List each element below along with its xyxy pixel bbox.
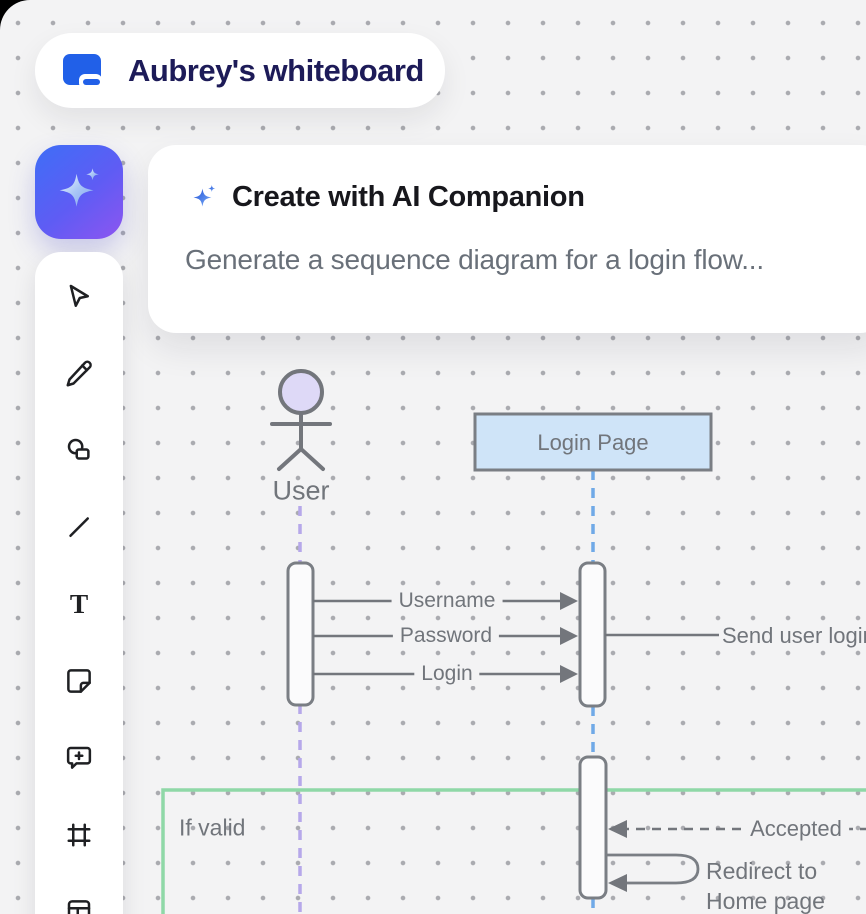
message-label-send-info[interactable]: Send user login inf <box>722 623 866 648</box>
redirect-self-message[interactable] <box>606 853 700 885</box>
board-title-card[interactable]: Aubrey's whiteboard <box>35 33 445 108</box>
message-label-username[interactable]: Username <box>391 589 503 613</box>
sticky-note-tool-button[interactable] <box>35 642 123 719</box>
comment-tool-button[interactable] <box>35 719 123 796</box>
login-page-box[interactable] <box>473 412 713 472</box>
message-label-redirect[interactable]: Redirect to Home page <box>706 858 825 914</box>
svg-text:T: T <box>70 589 88 619</box>
message-label-login[interactable]: Login <box>414 662 480 686</box>
ai-prompt-placeholder[interactable]: Generate a sequence diagram for a login … <box>185 244 764 275</box>
message-arrows[interactable] <box>313 599 719 676</box>
sparkle-icon <box>193 185 216 207</box>
user-actor[interactable] <box>270 369 332 471</box>
pen-tool-button[interactable] <box>35 334 123 411</box>
sticky-note-icon <box>67 668 91 693</box>
select-tool-button[interactable] <box>35 257 123 334</box>
frame-tool-button[interactable] <box>35 796 123 873</box>
ai-companion-card[interactable]: Create with AI Companion Generate a sequ… <box>148 145 866 333</box>
line-icon <box>69 516 89 537</box>
whiteboard-icon <box>63 53 102 89</box>
if-valid-fragment-box[interactable] <box>161 788 866 914</box>
user-activation-bar[interactable] <box>286 561 315 707</box>
template-icon <box>67 899 91 914</box>
redirect-arrowhead <box>608 874 627 892</box>
message-label-password[interactable]: Password <box>392 624 500 648</box>
board-title: Aubrey's whiteboard <box>128 52 424 88</box>
text-tool-button[interactable]: T <box>35 565 123 642</box>
text-icon: T <box>70 589 88 619</box>
ai-panel-heading: Create with AI Companion <box>232 181 585 213</box>
user-actor-label[interactable]: User <box>272 475 330 506</box>
comment-plus-icon <box>66 746 92 769</box>
shapes-icon <box>67 438 90 460</box>
ai-sparkle-icon <box>59 168 99 207</box>
cursor-icon <box>69 284 89 307</box>
tool-palette: T <box>35 252 123 914</box>
login-activation-bar-1[interactable] <box>578 561 607 708</box>
line-tool-button[interactable] <box>35 488 123 565</box>
ai-companion-button[interactable] <box>35 145 123 239</box>
login-page-label[interactable]: Login Page <box>537 430 649 455</box>
fragment-label-if-valid[interactable]: If valid <box>179 814 246 841</box>
arrowheads <box>560 592 578 683</box>
shape-tool-button[interactable] <box>35 411 123 488</box>
pencil-icon <box>66 360 92 386</box>
login-activation-bar-2[interactable] <box>578 755 608 900</box>
frame-icon <box>67 822 91 847</box>
template-tool-button[interactable] <box>35 873 123 914</box>
accepted-arrowhead <box>608 820 627 838</box>
message-label-accepted[interactable]: Accepted <box>743 816 849 842</box>
